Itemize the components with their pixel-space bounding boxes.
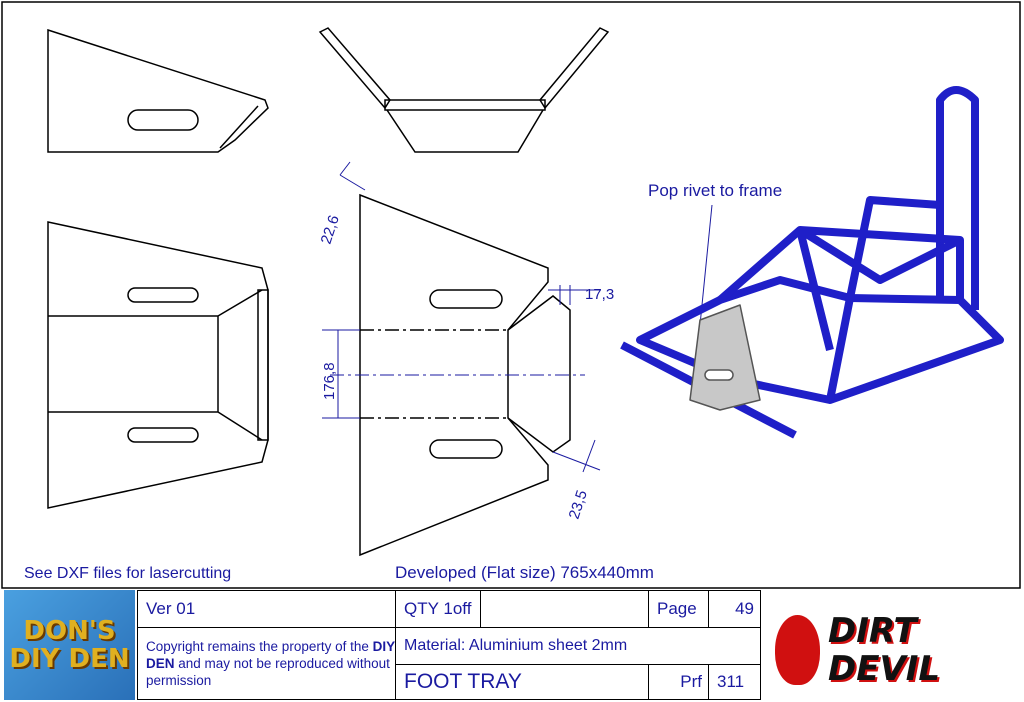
kart-frame-3d-illustration [620, 86, 1004, 439]
callout-pop-rivet: Pop rivet to frame [648, 181, 782, 200]
diy-den-logo-text: DON'S DIY DEN [9, 616, 130, 674]
dimension-176-8: 176,8 [321, 362, 338, 400]
dirt-devil-logo-text: DIRT DEVIL [828, 611, 941, 689]
note-dxf-files: See DXF files for lasercutting [24, 565, 231, 582]
note-developed-size: Developed (Flat size) 765x440mm [395, 563, 654, 582]
part-name-cell: FOOT TRAY [395, 664, 649, 700]
dimension-17-3: 17,3 [585, 286, 614, 303]
diy-den-logo: DON'S DIY DEN [4, 590, 135, 700]
page-label-cell: Page [648, 590, 709, 628]
version-cell: Ver 01 [137, 590, 396, 628]
copyright-text-post: and may not be reproduced without permis… [146, 656, 390, 688]
dirt-devil-logo: DIRT DEVIL [775, 605, 1015, 695]
side-view [47, 28, 269, 153]
prf-number-cell: 311 [708, 664, 761, 700]
page-number-cell: 49 [708, 590, 761, 628]
front-view [318, 27, 610, 153]
prf-label-cell: Prf [648, 664, 709, 700]
top-view [47, 221, 269, 509]
qty-cell: QTY 1off [395, 590, 481, 628]
flat-pattern-view [330, 193, 585, 557]
material-cell: Material: Aluminium sheet 2mm [395, 627, 761, 665]
copyright-text-pre: Copyright remains the property of the [146, 639, 373, 654]
blank-cell [480, 590, 649, 628]
copyright-cell: Copyright remains the property of the DI… [137, 627, 396, 700]
copyright-text: Copyright remains the property of the DI… [146, 638, 395, 689]
copyright-owner: DIY DEN [146, 639, 395, 671]
devil-face-icon [775, 615, 820, 685]
